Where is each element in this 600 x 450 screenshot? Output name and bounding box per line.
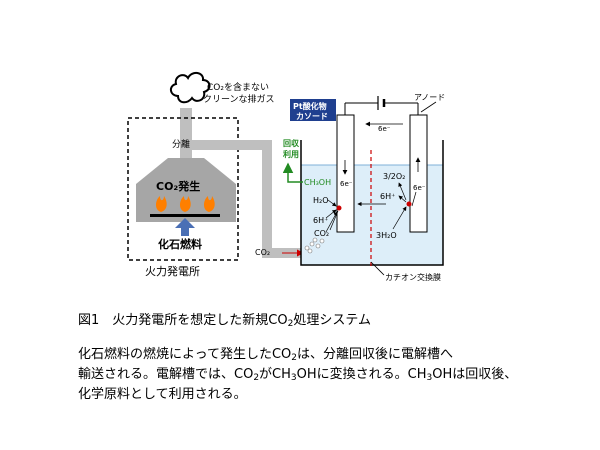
anode-label: アノード — [414, 93, 445, 102]
co2-bubbles — [304, 237, 325, 254]
external-circuit — [344, 102, 419, 115]
caption-suffix: 処理システム — [293, 313, 371, 328]
co2-generation-label: CO₂発生 — [156, 179, 200, 193]
cathode-reaction-site — [336, 205, 342, 211]
flame-icon — [204, 196, 215, 212]
protons-left-label: 6H⁺ — [313, 216, 328, 225]
figure-caption: 図1 火力発電所を想定した新規CO2処理システム — [78, 309, 371, 329]
caption-subscript: 2 — [287, 319, 294, 329]
wire-electrons-label: 6e⁻ — [378, 125, 391, 133]
anode-electrode — [409, 114, 428, 233]
cathode-reaction-arrows — [325, 199, 339, 233]
cathode-electrode — [336, 114, 355, 233]
cathode-label-line1: Pt酸化物 — [293, 101, 327, 111]
cathode-label-line2: カソード — [296, 112, 328, 121]
membrane-label: カチオン交換膜 — [385, 272, 441, 282]
exhaust-cloud — [170, 72, 211, 104]
flame-icon — [180, 196, 191, 212]
membrane-leader-line — [370, 261, 385, 276]
flame-icons — [156, 196, 215, 212]
anode-electrons-label: 6e⁻ — [413, 184, 426, 192]
description-line-1: 化石燃料の燃焼によって発生したCO2は、分離回収後に電解槽へ — [78, 347, 454, 363]
description-line-2: 輸送される。電解槽では、CO2がCH3OHに変換される。CH3OHは回収後、 — [78, 367, 518, 383]
co2-inlet-label: CO₂ — [255, 248, 270, 257]
anode-reaction-arrows — [392, 182, 417, 230]
anode-leader-line — [420, 101, 437, 113]
electrolysis-tank — [300, 140, 444, 266]
description-text: 化石燃料の燃焼によって発生したCO2は、分離回収後に電解槽へ 輸送される。電解槽… — [78, 345, 558, 405]
chimney — [180, 108, 192, 158]
recovery-arrow — [282, 162, 303, 183]
exhaust-label-line2: クリーンな排ガス — [203, 93, 275, 105]
caption-prefix: 図1 火力発電所を想定した新規CO — [78, 313, 288, 328]
recovery-label-line2: 利用 — [282, 149, 299, 159]
anode-reaction-site — [406, 201, 412, 207]
description-line-3: 化学原料として利用される。 — [78, 387, 247, 402]
methanol-label: CH₃OH — [304, 178, 331, 187]
cathode-label-box — [290, 99, 336, 121]
fossil-fuel-label: 化石燃料 — [158, 237, 202, 251]
fuel-feed-arrow — [175, 218, 195, 236]
power-plant-label: 火力発電所 — [145, 264, 200, 278]
protons-mid-label: 6H⁺ — [380, 192, 395, 201]
water-left-label: H₂O — [313, 196, 329, 205]
co2-bubble-label: CO₂ — [314, 229, 329, 238]
exhaust-label-line1: CO₂を含まない — [207, 81, 269, 93]
water-right-label: 3H₂O — [376, 231, 397, 240]
recovery-label-line1: 回収 — [283, 138, 300, 148]
oxygen-label: 3/2O₂ — [383, 172, 405, 181]
cathode-electrons-label: 6e⁻ — [340, 180, 353, 188]
grate-bar — [150, 214, 220, 217]
battery-icon — [377, 96, 386, 110]
flame-icon — [156, 196, 167, 212]
separation-label: 分離 — [172, 138, 190, 150]
